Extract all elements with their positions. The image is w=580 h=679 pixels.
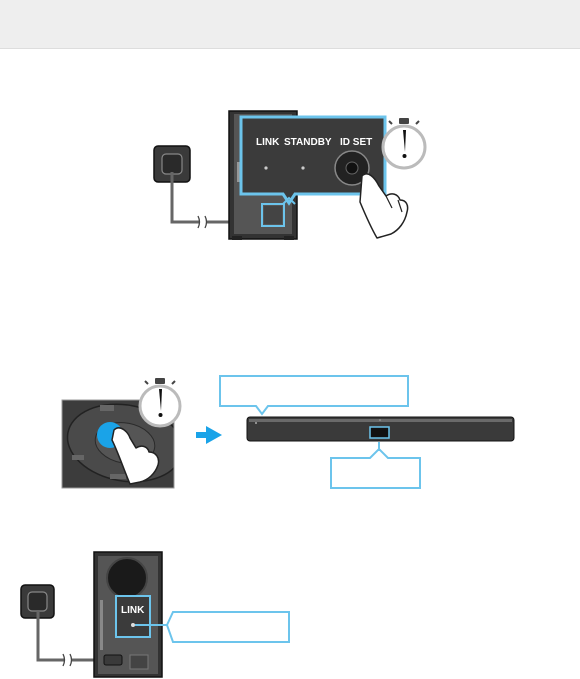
link-indicator <box>264 166 268 170</box>
pressing-hand-icon <box>111 427 160 485</box>
link-callout-panel: LINK <box>115 595 290 643</box>
arrow-right-icon <box>196 426 222 444</box>
link-indicator <box>131 623 135 627</box>
figure-1-subwoofer-id-set: LINK STANDBY ID SET <box>153 110 427 240</box>
header-band <box>0 0 580 49</box>
pressing-hand-icon <box>359 173 409 239</box>
link-label: LINK <box>121 605 145 616</box>
id-set-button[interactable] <box>334 150 370 186</box>
id-set-label: ID SET <box>340 137 372 148</box>
power-outlet-icon <box>20 584 55 619</box>
link-label: LINK <box>256 137 280 148</box>
figure-3-subwoofer-link: LINK <box>20 551 290 678</box>
soundbar-display <box>369 426 390 439</box>
standby-indicator <box>301 166 305 170</box>
stopwatch-icon <box>381 118 427 170</box>
standby-label: STANDBY <box>284 137 332 148</box>
stopwatch-icon <box>138 378 182 428</box>
id-set-callout-panel: LINK STANDBY ID SET <box>239 115 387 227</box>
figure-2-remote-and-soundbar <box>61 375 515 489</box>
soundbar-callout-bottom <box>330 442 421 489</box>
speaker-port <box>106 557 148 599</box>
soundbar-callout-top <box>219 375 409 416</box>
remote-control-closeup <box>61 399 175 489</box>
soundbar <box>246 416 515 442</box>
